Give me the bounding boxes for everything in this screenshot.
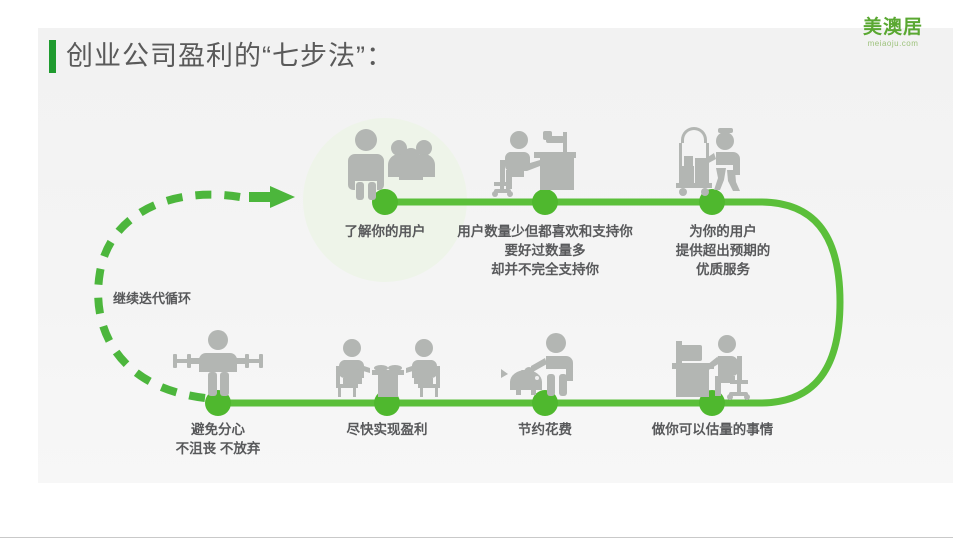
loop-label: 继续迭代循环: [113, 291, 192, 306]
piggy-bank-coin-icon: [501, 333, 573, 396]
person-working-at-monitor-icon: [672, 335, 750, 400]
step-label-4: 做你可以估量的事情: [651, 422, 774, 437]
step-label-2: 用户数量少但都喜欢和支持你 要好过数量多 却并不完全支持你: [457, 224, 633, 277]
bottom-divider: [0, 537, 953, 538]
title-accent-bar: [49, 40, 56, 73]
step-label-3: 为你的用户 提供超出预期的 优质服务: [675, 224, 771, 277]
step-label-7: 避免分心 不沮丧 不放弃: [175, 422, 261, 456]
person-with-dumbbells-icon: [173, 330, 263, 396]
step-label-5: 节约花费: [518, 422, 572, 437]
two-people-at-table-icon: [336, 339, 440, 397]
bellhop-luggage-cart-icon: [676, 127, 740, 196]
step-node-7[interactable]: [205, 390, 231, 416]
process-flow-path: [214, 198, 844, 407]
page-title: 创业公司盈利的“七步法”：: [66, 41, 394, 71]
logo-domain: meiaoju.com: [867, 39, 919, 48]
brand-logo: 美澳居 meiaoju.com: [845, 18, 941, 49]
logo-name: 美澳居: [862, 17, 923, 38]
dashed-arrow-icon: [249, 186, 295, 208]
person-and-group-icon: [348, 129, 435, 200]
iteration-loop-dashed-arc: [94, 190, 241, 402]
step-node-1[interactable]: [372, 189, 398, 215]
person-at-computer-desk-icon: [492, 131, 576, 197]
step-node-5[interactable]: [532, 390, 558, 416]
step-label-6: 尽快实现盈利: [346, 422, 428, 437]
content-panel: [38, 28, 953, 483]
step-node-2[interactable]: [532, 189, 558, 215]
step-label-1: 了解你的用户: [344, 224, 426, 239]
